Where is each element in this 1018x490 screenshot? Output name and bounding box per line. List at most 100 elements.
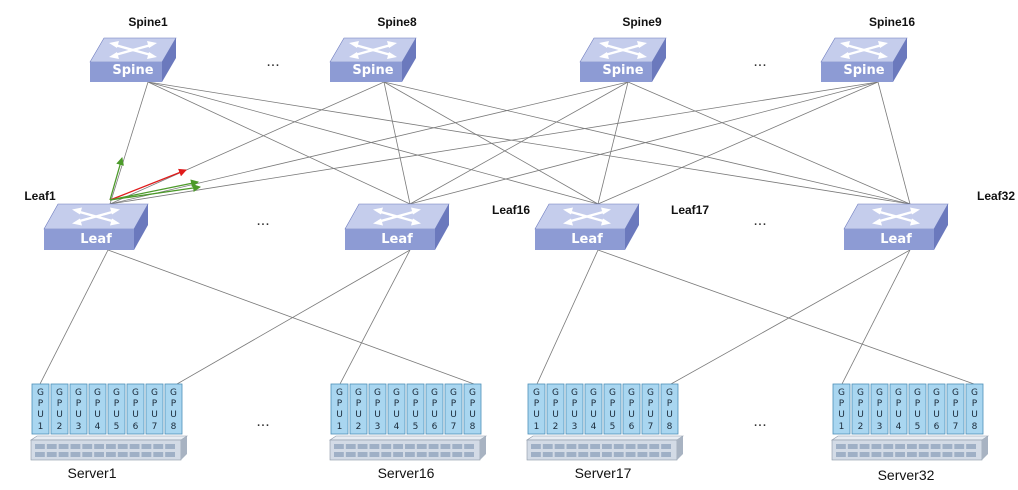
gpu-letter: P — [38, 399, 44, 409]
drive-bay — [58, 452, 69, 457]
green-arrow — [109, 184, 201, 201]
leaf-switch-16[interactable]: Leaf16 Leaf — [344, 203, 530, 250]
green-arrow — [109, 179, 199, 201]
gpu-letter: G — [895, 388, 902, 398]
drive-bay — [554, 452, 565, 457]
gpu-letter: P — [953, 399, 959, 409]
gpu-letter: U — [590, 410, 597, 420]
gpu-letter: G — [857, 388, 864, 398]
device-side-face — [134, 204, 148, 250]
gpu-letter: U — [355, 410, 362, 420]
spine-leaf-link — [383, 81, 599, 205]
switch-arrows-icon — [840, 41, 888, 59]
spine-switch-8[interactable]: Spine8 Spine — [329, 15, 417, 82]
gpu-number: 3 — [375, 422, 381, 432]
gpu-letter: G — [355, 388, 362, 398]
switch-arrows-icon — [349, 41, 397, 59]
gpu-number: 4 — [394, 422, 400, 432]
gpu-letter: U — [151, 410, 158, 420]
flow-arrows — [109, 157, 201, 201]
gpu-number: 4 — [591, 422, 597, 432]
link-lines — [39, 81, 975, 385]
drive-bay — [918, 444, 929, 449]
leaf-switch-32[interactable]: Leaf32 Leaf — [843, 189, 1015, 250]
gpu-number: 2 — [356, 422, 362, 432]
spine-label: Spine — [843, 63, 884, 78]
leaf-ellipsis: ... — [753, 212, 766, 229]
device-side-face — [162, 38, 176, 82]
spine-switch-1[interactable]: Spine1 Spine — [89, 15, 177, 82]
gpu-number: 5 — [413, 422, 419, 432]
switch-arrows-icon — [373, 207, 421, 226]
spine-switch-9[interactable]: Spine9 Spine — [579, 15, 667, 82]
device-front-face — [330, 62, 402, 82]
spine-leaf-link — [383, 81, 911, 205]
drive-bay — [165, 452, 175, 457]
drive-bay — [141, 452, 152, 457]
leaf-label: Leaf — [80, 232, 112, 247]
gpu-letter: U — [666, 410, 673, 420]
drive-bay — [345, 444, 356, 449]
gpu-letter: G — [450, 388, 457, 398]
drive-bay — [566, 444, 577, 449]
switch-arrows-icon — [563, 207, 611, 226]
green-arrow — [109, 157, 124, 201]
drive-bay — [895, 444, 905, 449]
drive-bay — [554, 444, 565, 449]
gpu-number: 4 — [896, 422, 902, 432]
drive-bay — [661, 444, 671, 449]
leaf-switch-17[interactable]: Leaf17 Leaf — [534, 203, 709, 250]
gpu-letter: P — [896, 399, 902, 409]
gpu-letter: P — [451, 399, 457, 409]
drive-bay — [357, 452, 368, 457]
gpu-letter: U — [552, 410, 559, 420]
drive-bay — [70, 444, 81, 449]
drive-bay — [542, 452, 553, 457]
gpu-letter: U — [876, 410, 883, 420]
leaf-label: Leaf — [381, 232, 413, 247]
leaf-switch-1[interactable]: Leaf1 Leaf — [24, 189, 149, 250]
gpu-letter: P — [591, 399, 597, 409]
drive-bay — [428, 444, 439, 449]
gpu-letter: U — [56, 410, 63, 420]
gpu-letter: G — [914, 388, 921, 398]
spine-switch-16[interactable]: Spine16 Spine — [820, 15, 915, 82]
gpu-letter: U — [170, 410, 177, 420]
gpu-letter: U — [933, 410, 940, 420]
device-side-face — [934, 204, 948, 250]
gpu-letter: G — [952, 388, 959, 398]
spine-leaf-link — [627, 81, 911, 205]
drive-bay — [602, 452, 612, 457]
drive-bay — [649, 452, 660, 457]
gpu-number: 7 — [648, 422, 654, 432]
gpu-number: 1 — [839, 422, 845, 432]
gpu-number: 1 — [337, 422, 343, 432]
drive-bay — [46, 452, 57, 457]
gpu-letter: P — [858, 399, 864, 409]
drive-bay — [966, 444, 976, 449]
gpu-letter: G — [590, 388, 597, 398]
device-side-face — [625, 204, 639, 250]
drive-bay — [58, 444, 69, 449]
drive-bay — [94, 452, 104, 457]
server-ellipsis: ... — [256, 413, 269, 430]
gpu-letter: G — [647, 388, 654, 398]
device-front-face — [535, 229, 625, 250]
spine-name: Spine16 — [869, 15, 915, 29]
gpu-number: 7 — [953, 422, 959, 432]
gpu-letter: P — [839, 399, 845, 409]
gpu-letter: G — [876, 388, 883, 398]
drive-bay — [590, 444, 600, 449]
gpu-letter: P — [610, 399, 616, 409]
drive-bay — [381, 444, 392, 449]
drive-bay — [334, 452, 344, 457]
